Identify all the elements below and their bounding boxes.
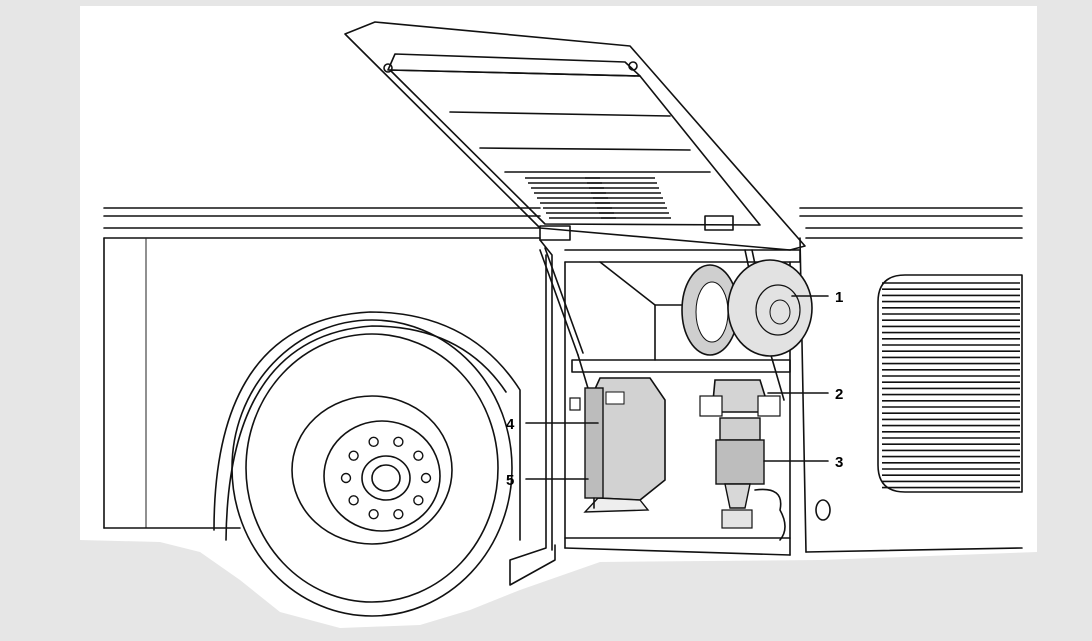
part-1-air-filter (681, 259, 813, 357)
open-hatch-door (344, 21, 806, 251)
side-grille (877, 274, 1023, 493)
wheel-lug-nut (413, 495, 424, 506)
paper-sheet (80, 6, 1037, 628)
part-2-component (699, 379, 781, 417)
callout-5-label: 5 (506, 472, 514, 489)
rear-wheel (213, 311, 521, 617)
wheel-lug-nut (368, 508, 379, 520)
callout-3-label: 3 (835, 454, 843, 471)
part-3-fuel-filter (715, 417, 786, 541)
wheel-lug-nut (393, 436, 404, 448)
wheel-lug-nut (340, 472, 352, 484)
wheel-lug-nut (368, 436, 379, 448)
wheel-lug-nut (348, 450, 359, 461)
callouts: 1 2 3 4 5 (506, 289, 843, 489)
callout-4-label: 4 (506, 416, 515, 433)
part-5-shock-absorber (569, 387, 604, 509)
callout-2-label: 2 (835, 386, 843, 403)
wheel-lug-nut (413, 450, 424, 461)
wheel-lug-nut (420, 472, 432, 484)
callout-1-label: 1 (835, 289, 843, 306)
wheel-lug-nut (348, 495, 359, 506)
wheel-lug-nut (393, 508, 404, 520)
